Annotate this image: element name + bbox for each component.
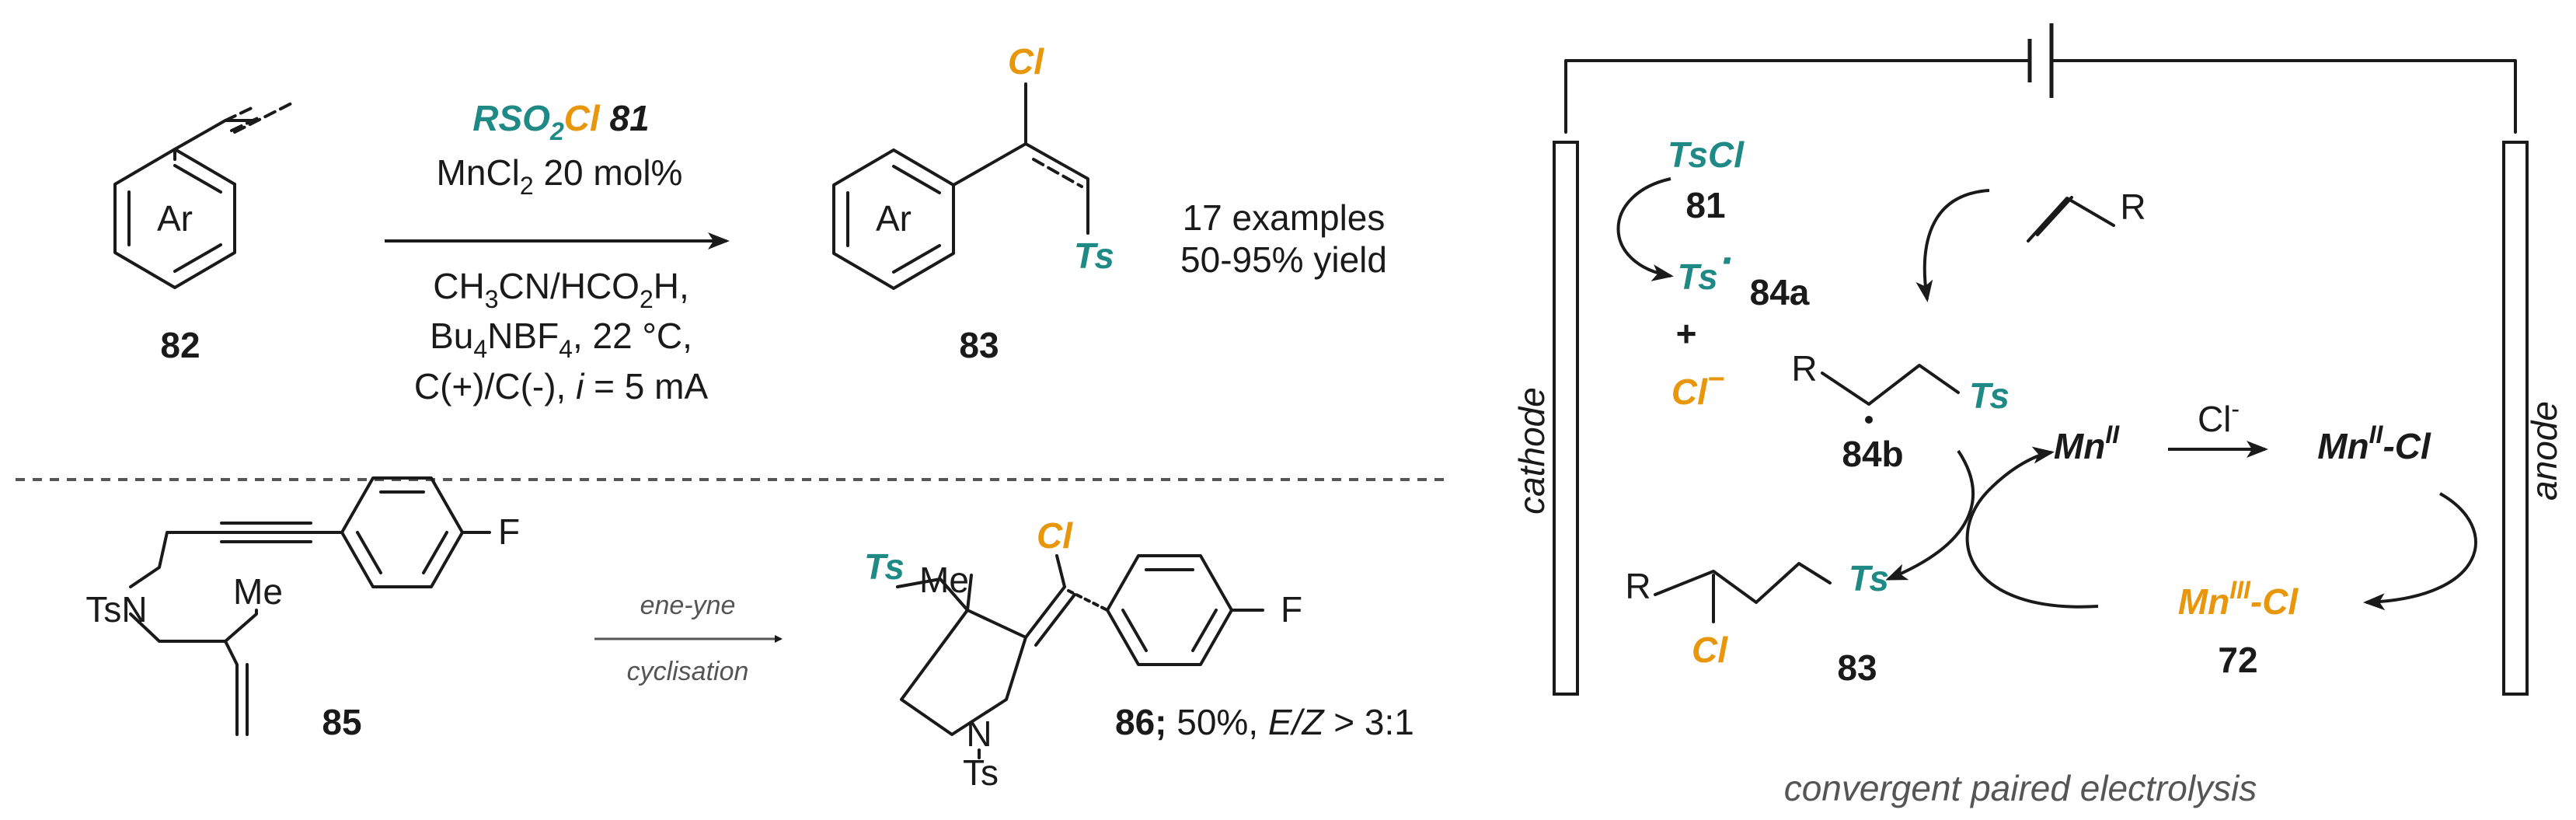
electrolyte-label: Bu4NBF4, 22 °C, bbox=[430, 316, 692, 363]
mech-84b-ts: Ts bbox=[1969, 375, 2010, 416]
compound-number-82: 82 bbox=[160, 325, 200, 365]
product-86-f: F bbox=[1281, 589, 1302, 630]
mech-84a-number: 84a bbox=[1750, 272, 1810, 312]
anode-label: anode bbox=[2524, 401, 2564, 501]
substrate-85-me: Me bbox=[233, 571, 283, 612]
mech-plus: + bbox=[1676, 313, 1697, 354]
cathode-reduction-arrow bbox=[1616, 177, 1674, 281]
substrate-85-tsn: TsN bbox=[85, 589, 147, 630]
reagent-81-label: RSO2Cl 81 bbox=[472, 98, 649, 145]
product-86-yield: 86; 50%, E/Z > 3:1 bbox=[1115, 702, 1414, 742]
cyclisation-conditions: ene-yne cyclisation bbox=[594, 591, 783, 686]
top-reaction-conditions: RSO2Cl 81 MnCl2 20 mol% CH3CN/HCO2H, Bu4… bbox=[385, 98, 730, 407]
compound-number-85: 85 bbox=[322, 702, 361, 742]
anode-oxidation-arrow bbox=[2363, 492, 2477, 611]
substrate-85: TsN Me F 85 bbox=[85, 476, 520, 742]
mech-mn3cl: MnIII-Cl bbox=[2178, 576, 2299, 622]
product-86-ts: Ts bbox=[864, 546, 905, 587]
mech-product-cl: Cl bbox=[1692, 630, 1728, 670]
product-86: Ts Me Cl F N Ts 86; 50%, E/Z > 3:1 bbox=[864, 515, 1414, 793]
product-83-cl: Cl bbox=[1008, 41, 1044, 82]
mech-mn2cl: MnII-Cl bbox=[2317, 420, 2431, 466]
catalyst-label: MnCl2 20 mol% bbox=[437, 152, 683, 200]
mech-product-ts: Ts bbox=[1849, 558, 1889, 598]
product-86-nts: Ts bbox=[963, 752, 999, 793]
mechanism-caption: convergent paired electrolysis bbox=[1784, 768, 2257, 808]
product-83-ts: Ts bbox=[1074, 236, 1114, 276]
mech-72-number: 72 bbox=[2218, 640, 2257, 680]
anode-electrode bbox=[2502, 141, 2529, 696]
electrode-current-label: C(+)/C(-), i = 5 mA bbox=[414, 366, 709, 407]
compound-number-83: 83 bbox=[959, 325, 999, 365]
product-86-me: Me bbox=[919, 560, 969, 600]
product-86-n: N bbox=[966, 714, 992, 754]
mech-ts-radical: Ts· bbox=[1678, 236, 1734, 297]
arrow-label-ene-yne: ene-yne bbox=[640, 591, 736, 620]
mech-84b-number: 84b bbox=[1842, 434, 1903, 474]
manganese-cycle-arrow bbox=[1965, 446, 2099, 609]
mech-product-83-number: 83 bbox=[1837, 647, 1877, 688]
mechanism-species: TsCl 81 Ts· 84a + Cl− R R Ts 84b MnII Cl… bbox=[1616, 134, 2477, 688]
electrochemical-cell: cathode anode bbox=[1511, 23, 2564, 696]
mech-tscl-number: 81 bbox=[1685, 185, 1725, 225]
cathode-label: cathode bbox=[1511, 387, 1552, 515]
solvent-label: CH3CN/HCO2H, bbox=[433, 266, 689, 313]
product-86-cl: Cl bbox=[1037, 515, 1073, 556]
reactant-82: Ar 82 bbox=[113, 102, 293, 365]
mech-84b-r: R bbox=[1791, 348, 1817, 389]
reactant-ring-label: Ar bbox=[157, 198, 193, 239]
substrate-85-f: F bbox=[498, 511, 520, 552]
product-83-ring-label: Ar bbox=[876, 198, 912, 239]
cathode-electrode bbox=[1553, 141, 1579, 696]
radical-addition-arrow bbox=[1915, 189, 1990, 302]
mech-product-r: R bbox=[1625, 566, 1651, 606]
mech-tscl: TsCl bbox=[1668, 134, 1745, 175]
yield-range: 50-95% yield bbox=[1180, 239, 1387, 280]
chlorine-transfer-arrow bbox=[1885, 449, 1975, 581]
arrow-label-cyclisation: cyclisation bbox=[627, 657, 749, 686]
mech-mn2: MnII bbox=[2054, 420, 2120, 466]
mech-cl-minus: Cl- bbox=[2198, 395, 2240, 439]
product-83: Cl Ar Ts 83 bbox=[832, 41, 1114, 365]
mech-alkene-r: R bbox=[2120, 187, 2146, 227]
examples-count: 17 examples bbox=[1183, 197, 1386, 238]
mech-chloride: Cl− bbox=[1671, 363, 1724, 412]
